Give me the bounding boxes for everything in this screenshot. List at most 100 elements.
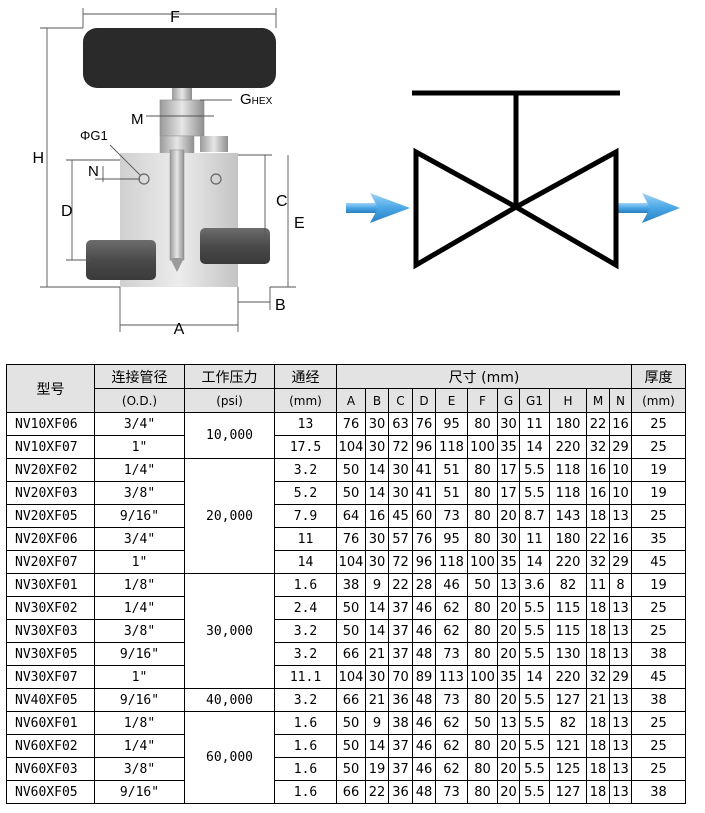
dim-cell: 80 <box>467 780 498 804</box>
thickness-cell: 25 <box>631 504 686 528</box>
label-phi-G1: ΦG1 <box>80 128 108 143</box>
header-dim-col: N <box>609 388 632 413</box>
dim-cell: 73 <box>435 504 468 528</box>
spec-table: 型号 连接管径 工作压力 通经 尺寸 (mm) 厚度 (O.D.) (psi) … <box>6 364 686 804</box>
dim-cell: 30 <box>365 550 389 574</box>
dim-cell: 22 <box>586 412 610 436</box>
dim-cell: 28 <box>412 573 436 597</box>
bore-cell: 1.6 <box>274 780 337 804</box>
dim-cell: 50 <box>336 757 366 781</box>
bore-cell: 1.6 <box>274 757 337 781</box>
model-cell: NV60XF03 <box>6 757 95 781</box>
model-cell: NV30XF07 <box>6 665 95 689</box>
dim-cell: 8.7 <box>519 504 550 528</box>
dim-cell: 18 <box>586 711 610 735</box>
bore-cell: 2.4 <box>274 596 337 620</box>
dim-cell: 20 <box>497 734 520 758</box>
header-thickness-unit: (mm) <box>631 388 686 413</box>
header-dim-col: F <box>467 388 498 413</box>
bore-cell: 3.2 <box>274 619 337 643</box>
model-cell: NV10XF06 <box>6 412 95 436</box>
header-model: 型号 <box>6 364 95 413</box>
port-left <box>86 240 156 280</box>
model-cell: NV20XF05 <box>6 504 95 528</box>
thickness-cell: 45 <box>631 550 686 574</box>
model-cell: NV10XF07 <box>6 435 95 459</box>
dim-cell: 46 <box>412 619 436 643</box>
valve-dimension-drawing: F H M ΦG1 N D C E A B GHEX <box>32 8 305 338</box>
dim-cell: 121 <box>549 734 587 758</box>
dim-cell: 73 <box>435 780 468 804</box>
dim-cell: 80 <box>467 642 498 666</box>
thickness-cell: 38 <box>631 780 686 804</box>
dim-cell: 48 <box>412 780 436 804</box>
dim-cell: 29 <box>609 435 632 459</box>
dim-cell: 5.5 <box>519 458 550 482</box>
dim-cell: 62 <box>435 757 468 781</box>
header-dim-col: A <box>336 388 366 413</box>
dim-cell: 95 <box>435 412 468 436</box>
bore-cell: 7.9 <box>274 504 337 528</box>
label-H: H <box>32 150 44 167</box>
model-cell: NV60XF05 <box>6 780 95 804</box>
bore-cell: 11.1 <box>274 665 337 689</box>
dim-cell: 20 <box>497 619 520 643</box>
dim-cell: 19 <box>365 757 389 781</box>
dim-cell: 118 <box>549 481 587 505</box>
dim-cell: 18 <box>586 504 610 528</box>
dim-cell: 29 <box>609 665 632 689</box>
dim-cell: 35 <box>497 435 520 459</box>
dim-cell: 38 <box>336 573 366 597</box>
dim-cell: 14 <box>365 734 389 758</box>
model-cell: NV20XF07 <box>6 550 95 574</box>
model-cell: NV60XF01 <box>6 711 95 735</box>
model-cell: NV20XF03 <box>6 481 95 505</box>
dim-cell: 38 <box>388 711 413 735</box>
dim-cell: 96 <box>412 550 436 574</box>
bore-cell: 13 <box>274 412 337 436</box>
thickness-cell: 35 <box>631 527 686 551</box>
dim-cell: 16 <box>609 412 632 436</box>
bore-cell: 5.2 <box>274 481 337 505</box>
dim-cell: 80 <box>467 734 498 758</box>
label-C: C <box>276 193 288 210</box>
dim-cell: 14 <box>365 596 389 620</box>
model-cell: NV60XF02 <box>6 734 95 758</box>
od-cell: 1" <box>94 665 185 689</box>
dim-cell: 45 <box>388 504 413 528</box>
header-dim-col: M <box>586 388 610 413</box>
label-G-hex: GHEX <box>240 91 273 108</box>
dim-cell: 17 <box>497 458 520 482</box>
dim-cell: 57 <box>388 527 413 551</box>
dim-cell: 9 <box>365 711 389 735</box>
dim-cell: 5.5 <box>519 596 550 620</box>
dim-cell: 180 <box>549 412 587 436</box>
dim-cell: 16 <box>586 458 610 482</box>
label-M: M <box>131 111 144 128</box>
label-B: B <box>275 297 286 314</box>
dim-cell: 70 <box>388 665 413 689</box>
dim-cell: 73 <box>435 642 468 666</box>
model-cell: NV30XF01 <box>6 573 95 597</box>
model-cell: NV30XF03 <box>6 619 95 643</box>
dim-cell: 5.5 <box>519 688 550 712</box>
dim-cell: 80 <box>467 688 498 712</box>
label-E: E <box>294 215 305 232</box>
dim-cell: 51 <box>435 481 468 505</box>
thickness-cell: 45 <box>631 665 686 689</box>
dim-cell: 76 <box>412 527 436 551</box>
dim-cell: 73 <box>435 688 468 712</box>
needle <box>169 149 185 261</box>
dim-cell: 5.5 <box>519 757 550 781</box>
header-dim-col: C <box>388 388 413 413</box>
bore-cell: 1.6 <box>274 711 337 735</box>
header-conn: 连接管径 <box>94 364 185 389</box>
dim-cell: 10 <box>609 458 632 482</box>
header-dim-col: H <box>549 388 587 413</box>
header-dims: 尺寸 (mm) <box>336 364 632 389</box>
